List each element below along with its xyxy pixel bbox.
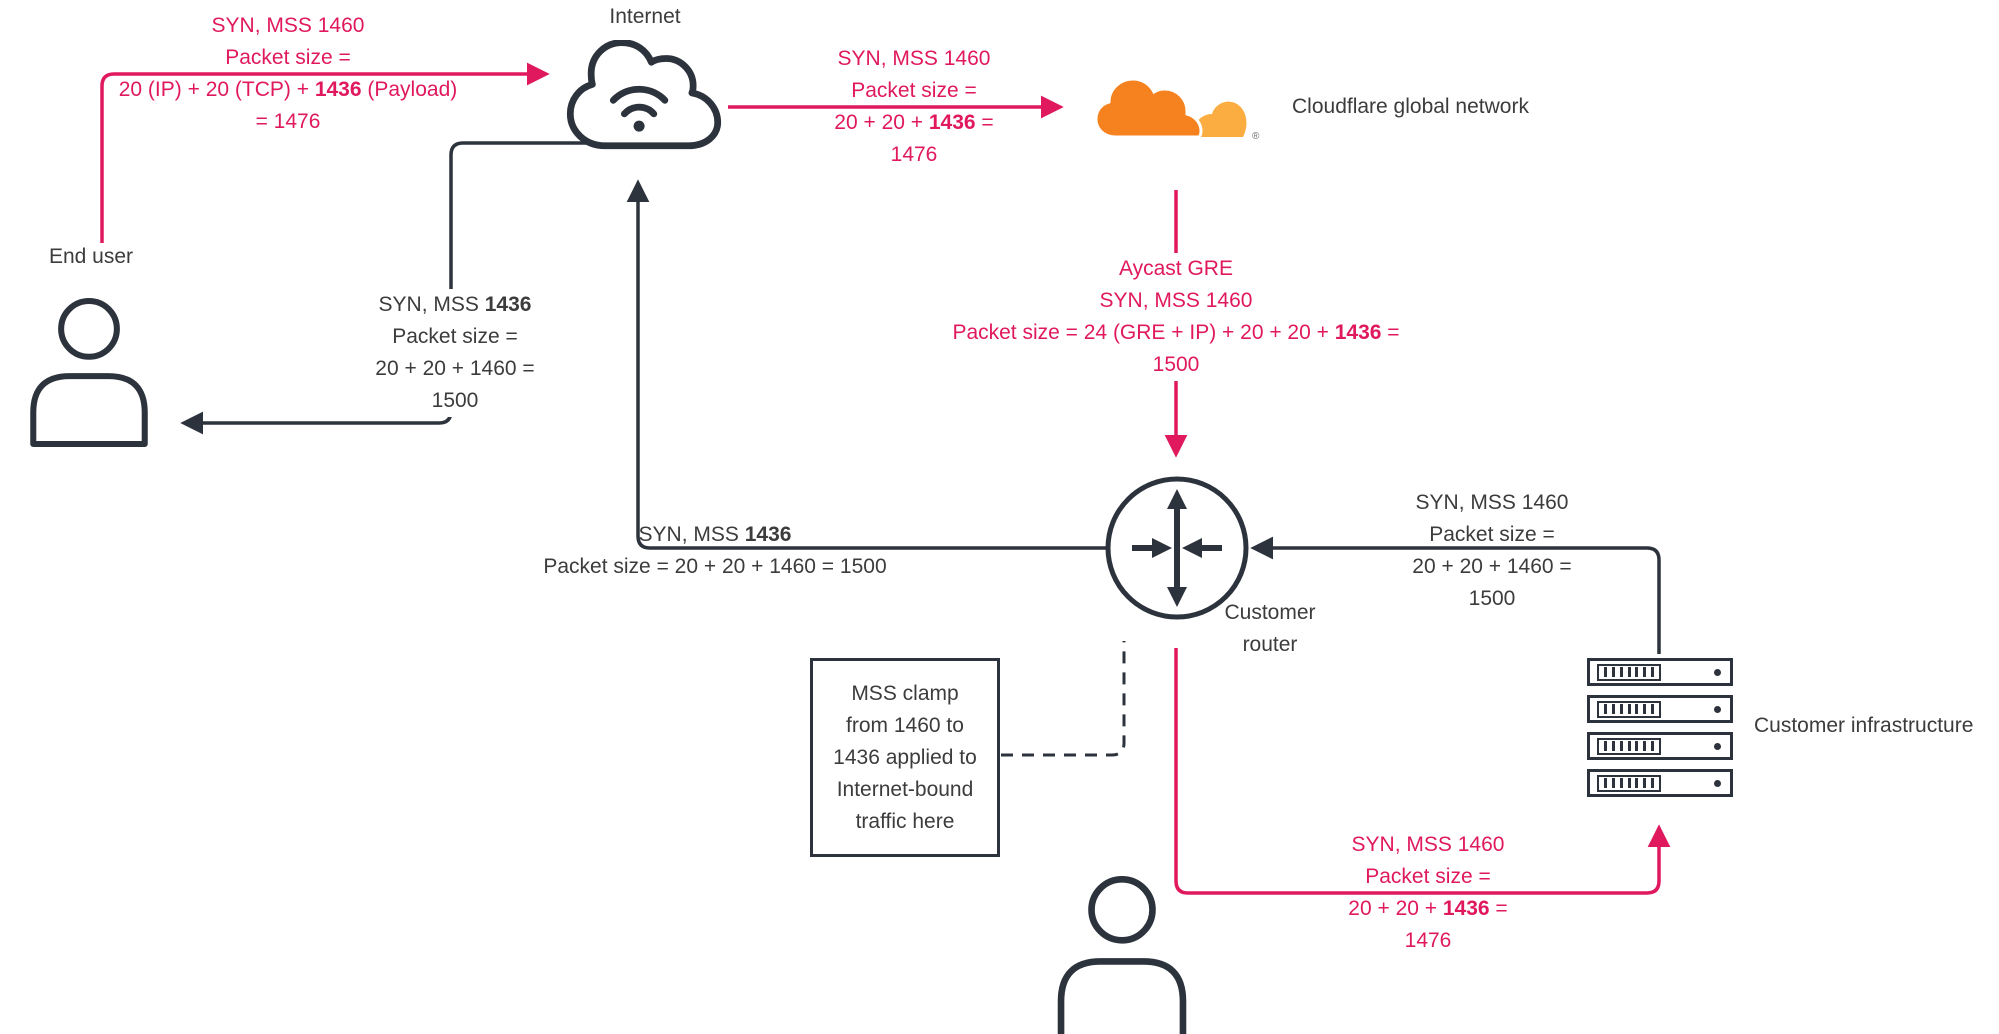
flow-user-to-internet-line (100, 62, 550, 243)
internet-node (558, 39, 730, 168)
customer-infrastructure-label: Customer infrastructure (1754, 714, 1974, 737)
cloudflare-node: ® (1094, 73, 1266, 151)
wifi-outer-arc (609, 85, 669, 104)
cloudflare-light-cloud (1194, 101, 1247, 137)
customer-router-node (1104, 475, 1250, 621)
server-row (1587, 769, 1733, 797)
flow-internet-to-user-line (180, 141, 600, 435)
mss-clamp-callout-line (1001, 641, 1126, 757)
server-grille (1597, 774, 1661, 792)
flow-router-to-infrastructure-line (1174, 648, 1671, 895)
cloudflare-label: Cloudflare global network (1292, 95, 1529, 118)
router-icon (1105, 476, 1249, 620)
server-led (1714, 779, 1721, 787)
person-icon (30, 297, 148, 448)
server-led (1714, 742, 1721, 750)
server-led (1714, 668, 1721, 676)
wifi-inner-arc (620, 103, 658, 118)
cloudflare-logo (1094, 77, 1247, 139)
server-row (1587, 732, 1733, 760)
server-led (1714, 705, 1721, 713)
server-row (1587, 658, 1733, 686)
flow-infrastructure-to-router-line (1250, 536, 1661, 654)
cloudflare-main-cloud (1094, 77, 1203, 139)
cloudflare-reg-mark: ® (1252, 131, 1260, 142)
bottom-user-node (1053, 874, 1193, 1034)
wifi-dot (633, 120, 645, 132)
end-user-node (26, 296, 154, 451)
server-stack-icon (1587, 658, 1733, 797)
internet-cloud-icon (566, 39, 722, 150)
server-grille (1597, 700, 1661, 718)
router-arrows (1132, 489, 1222, 607)
customer-infrastructure-node (1587, 658, 1733, 806)
person-icon (1057, 875, 1187, 1034)
end-user-label: End user (48, 245, 134, 268)
server-grille (1597, 737, 1661, 755)
server-grille (1597, 663, 1661, 681)
server-row (1587, 695, 1733, 723)
internet-label: Internet (609, 5, 681, 28)
flow-router-to-internet-line (626, 179, 1106, 550)
